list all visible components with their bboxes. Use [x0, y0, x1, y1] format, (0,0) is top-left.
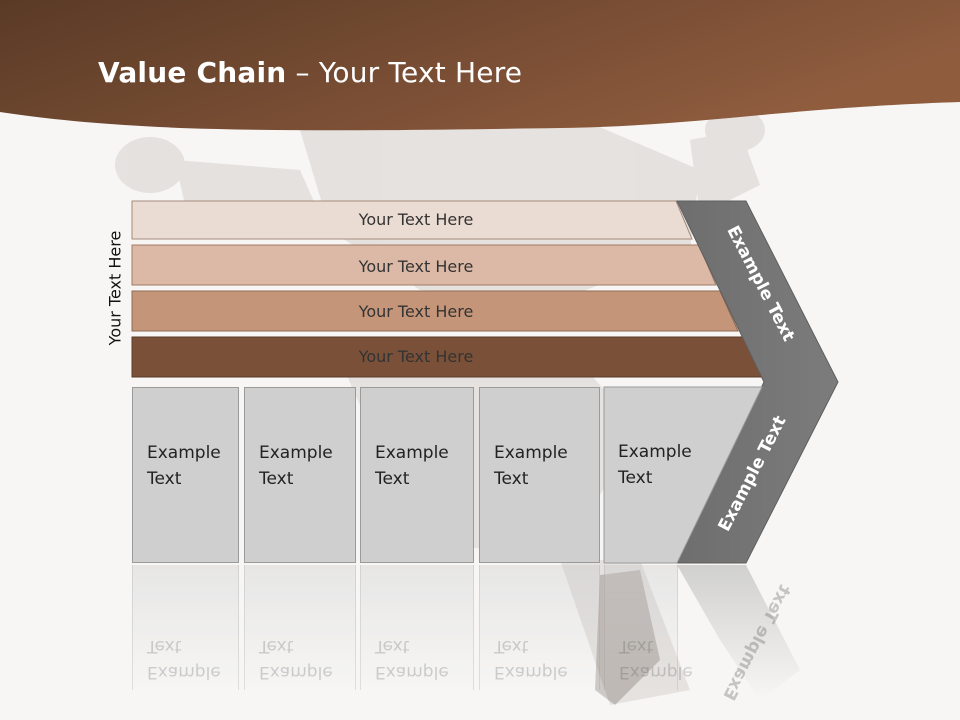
box-1-reflection-text: Example Text — [147, 636, 221, 682]
box-2-reflection: Example Text — [244, 565, 356, 690]
box-4-reflection: Example Text — [479, 565, 600, 690]
page-title: Value Chain – Your Text Here — [98, 56, 522, 89]
box-2: Example Text — [244, 387, 356, 563]
box-2-text: Example Text — [259, 443, 333, 489]
box-5-reflection-text: Example Text — [619, 636, 693, 682]
bar-3-label: Your Text Here — [358, 302, 474, 321]
title-rest: – Your Text Here — [286, 56, 523, 89]
box-5-text: Example Text — [618, 442, 692, 488]
header-band — [0, 0, 960, 131]
box-1-text: Example Text — [147, 443, 221, 489]
box-3-reflection: Example Text — [360, 565, 474, 690]
chevron-arrow-reflection — [677, 565, 800, 700]
bar-2 — [131, 244, 717, 286]
bar-2-label: Your Text Here — [358, 257, 474, 276]
box-3: Example Text — [360, 387, 474, 563]
bar-1 — [131, 200, 693, 240]
box-4-reflection-text: Example Text — [494, 636, 568, 682]
bar-3 — [131, 290, 739, 332]
bar-1-label: Your Text Here — [358, 210, 474, 229]
box-3-reflection-text: Example Text — [375, 636, 449, 682]
box-2-reflection-text: Example Text — [259, 636, 333, 682]
box-4-text: Example Text — [494, 443, 568, 489]
box-1: Example Text — [132, 387, 239, 563]
box-5-reflection: Example Text — [604, 565, 693, 690]
chevron-arrow — [676, 200, 839, 564]
box-1-reflection: Example Text — [132, 565, 239, 690]
title-bold: Value Chain — [98, 56, 287, 89]
box-3-text: Example Text — [375, 443, 449, 489]
bar-4-label: Your Text Here — [358, 347, 474, 366]
box-4: Example Text — [479, 387, 600, 563]
